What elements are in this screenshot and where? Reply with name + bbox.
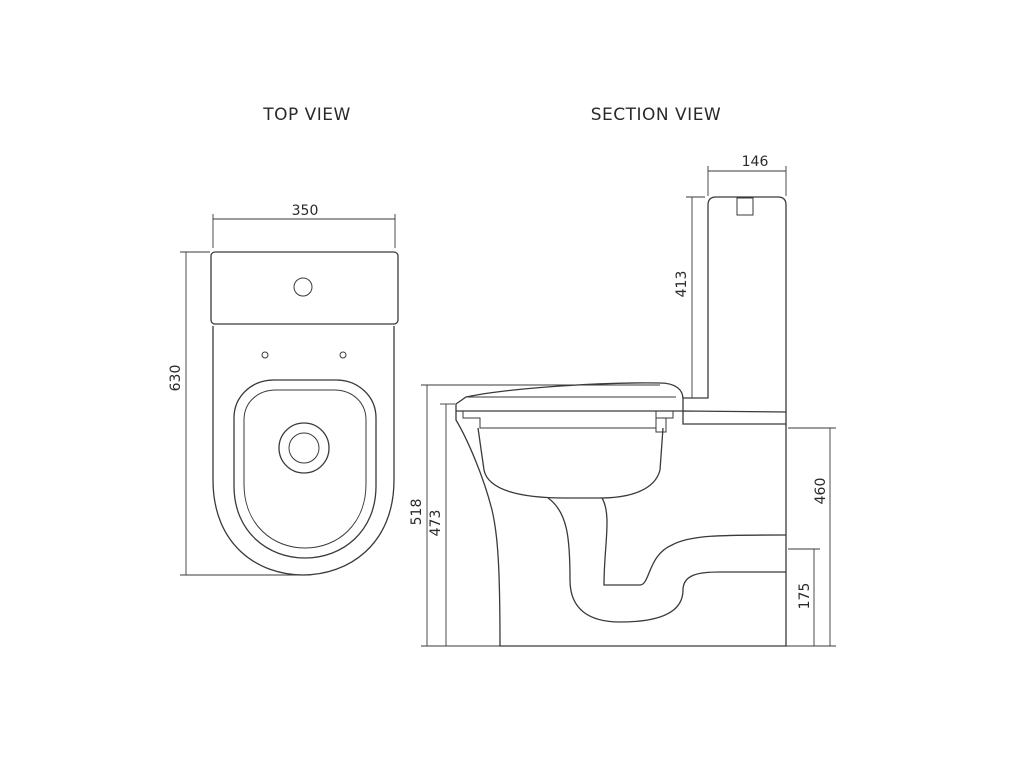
trapway-inner <box>601 497 787 586</box>
flush-button <box>293 277 313 297</box>
top-view-drawing <box>210 251 399 576</box>
bowl-rim-inner <box>243 389 367 549</box>
dim-label-413: 413 <box>674 271 690 298</box>
seat-hinge <box>655 411 667 433</box>
dimension-inlet-height: 460 <box>788 427 836 646</box>
dim-label-350: 350 <box>292 203 319 219</box>
section-cistern-tank <box>683 196 787 412</box>
top-view-title: TOP VIEW <box>262 105 351 125</box>
dim-label-518: 518 <box>409 499 425 526</box>
dimension-seat-height: 473 <box>428 403 455 646</box>
trapway-outer <box>547 497 786 623</box>
dimension-top-width: 350 <box>212 203 396 248</box>
dim-label-460: 460 <box>813 478 829 505</box>
dimension-tank-height: 413 <box>674 196 705 398</box>
hinge-hole-left <box>261 351 269 359</box>
section-view-drawing <box>455 196 787 647</box>
waste-outlet-outer <box>278 422 330 474</box>
section-flush-button <box>736 197 754 216</box>
dimension-overall-height: 518 <box>409 384 660 646</box>
dim-label-630: 630 <box>168 365 184 392</box>
top-bowl-outline <box>212 326 395 576</box>
dim-label-473: 473 <box>428 510 444 537</box>
section-ceramic-shell <box>455 411 787 647</box>
dimension-tank-depth: 146 <box>707 154 787 196</box>
hinge-hole-right <box>339 351 347 359</box>
dim-label-175: 175 <box>797 583 813 610</box>
seat-lid <box>455 382 684 412</box>
bowl-rim-outer <box>233 379 377 559</box>
dim-label-146: 146 <box>742 154 769 170</box>
dimension-outlet-height: 175 <box>788 548 820 646</box>
section-bowl-basin <box>477 427 664 499</box>
dimension-top-length: 630 <box>168 251 300 576</box>
top-cistern <box>210 251 399 325</box>
seat-ring <box>462 411 674 429</box>
waste-outlet-inner <box>288 432 320 464</box>
section-view-title: SECTION VIEW <box>591 105 722 125</box>
ceramic-top <box>682 410 787 425</box>
